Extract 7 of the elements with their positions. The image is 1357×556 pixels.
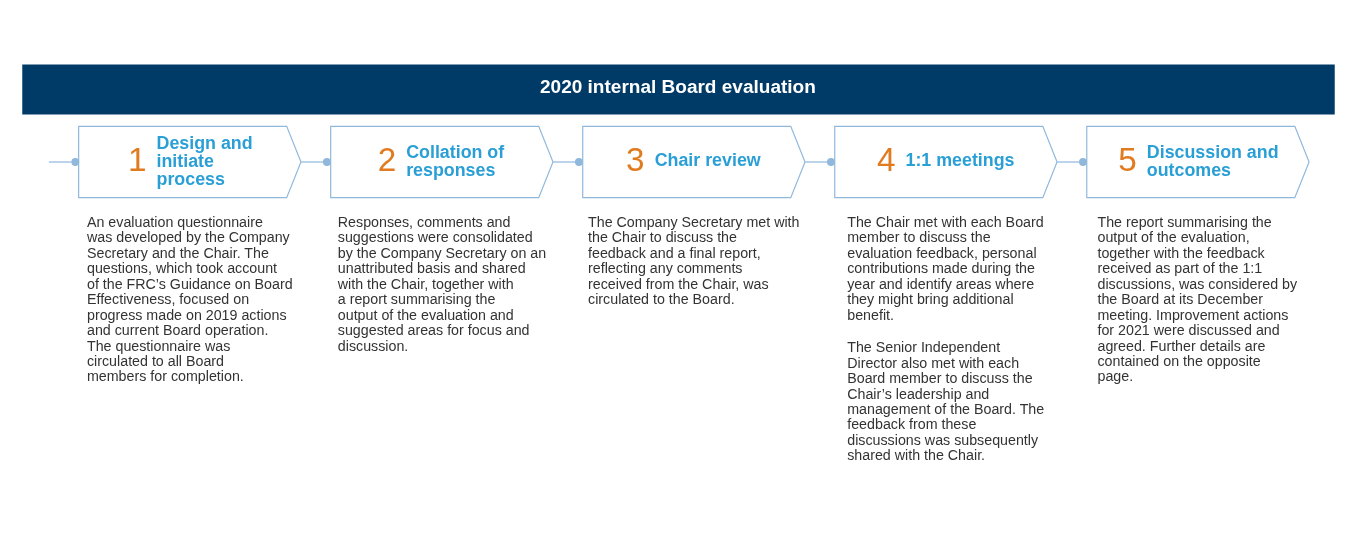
node-label: Responses, comments and suggestions were consolidated by the Company Secretary on an unattributed basis and shared with the Chair, together with a report summarising the output of the evaluation and suggested areas for focus and discussion. (337, 213, 547, 354)
diagram-title: 2020 internal Board evaluation (540, 75, 816, 97)
node-label: The Company Secretary met with the Chair to discuss the feedback and a final report, reflecting any comments received from the Chair, was circulated to the Board. (588, 213, 800, 307)
node-label: The Chair met with each Board member to discuss the evaluation feedback, personal contributions made during the year and identify areas where they might bring additional benefit. (847, 213, 1044, 323)
node-label: The report summarising the output of the evaluation, together with the feedback received as part of the 1:1 discussions, was considered by the Board at its December meeting. Improvement actions for 2021 were discussed and agreed. Further details are contained on the opposite page. (1097, 213, 1298, 384)
node-label: The Senior Independent Director also met with each Board member to discuss the Chair’s leadership and management of the Board. The feedback from these discussions was subsequently shared with the Chair. (847, 338, 1045, 463)
node-label: An evaluation questionnaire was developed by the Company Secretary and the Chair. The questions, which took account of the FRC’s Guidance on Board Effectiveness, focused on progress made on 2019 actions and current Board operation. The questionnaire was circulated to all Board members for completion. (86, 213, 293, 384)
